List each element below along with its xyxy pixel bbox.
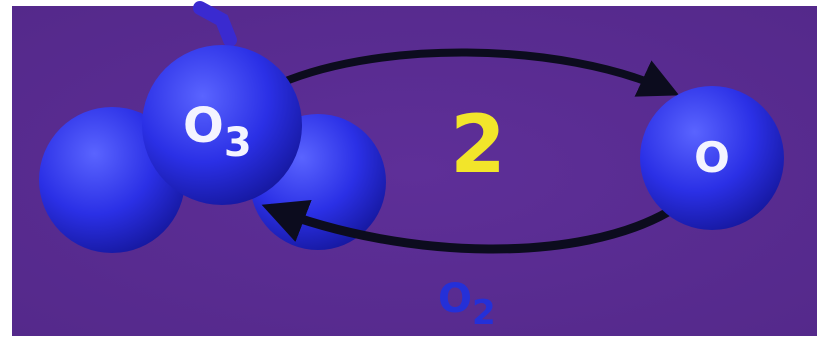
left-edge [0,0,12,341]
ozone-molecule [39,45,386,253]
stray-mark [193,1,237,47]
product-label: O2 [438,276,496,333]
arrow-to-ozone [261,199,671,254]
oxygen-atom [640,86,784,230]
bottom-edge [0,336,829,341]
product-label-sub: 2 [472,293,496,333]
oxygen-atom-label: O [694,133,730,182]
ozone-label-sub: 3 [224,120,252,166]
ozone-label: O3 [183,98,252,166]
arrow-to-oxygen-atom [268,48,680,97]
product-label-main: O [438,276,472,322]
ozone-label-main: O [183,98,224,154]
right-edge [817,0,829,341]
step-number: 2 [450,98,506,191]
ozone-atom-center [142,45,302,205]
top-edge [0,0,829,6]
